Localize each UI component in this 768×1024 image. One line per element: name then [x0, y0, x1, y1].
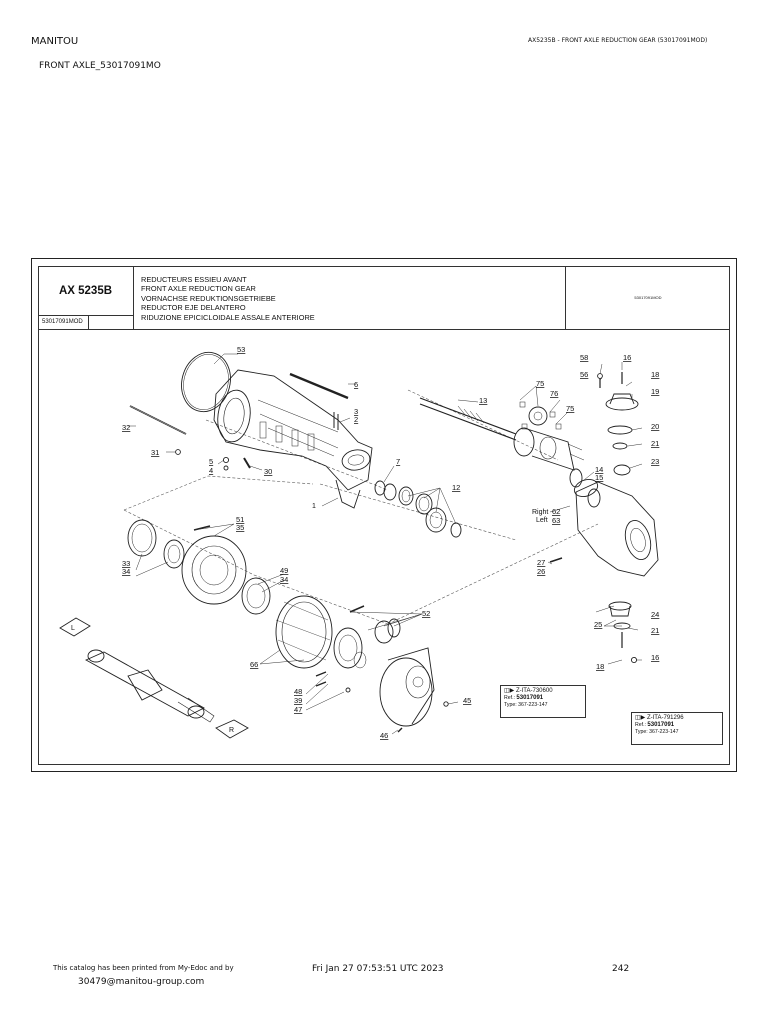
- callout-13: 13: [479, 396, 487, 405]
- callout-45: 45: [463, 696, 471, 705]
- drive-shaft: [419, 397, 585, 471]
- callout-75-right: 75: [566, 404, 574, 413]
- ref-box-1-code-row: ◫▶ Z-ITA-730600: [504, 688, 582, 695]
- callout-58: 58: [580, 353, 588, 362]
- callout-2: 2: [354, 415, 358, 424]
- callout-6: 6: [354, 380, 358, 389]
- ref-box-1-ref-value: 53017091: [516, 695, 544, 701]
- title-fr: REDUCTEURS ESSIEU AVANT: [141, 275, 247, 284]
- callout-18-top: 18: [651, 370, 659, 379]
- ref-box-2-ref-label: Ref.:: [635, 722, 646, 728]
- callout-26: 26: [537, 567, 545, 576]
- callout-24: 24: [651, 610, 659, 619]
- sheet-code: AX 5235B: [38, 266, 134, 316]
- callout-47: 47: [294, 705, 302, 714]
- callout-21-bottom: 21: [651, 626, 659, 635]
- ref-box-2-code-row: ◫▶ Z-ITA-791296: [635, 715, 719, 722]
- title-de: VORNACHSE REDUKTIONSGETRIEBE: [141, 293, 276, 303]
- ref-box-1-type-label: Type:: [504, 702, 517, 708]
- ref-box-1-type-value: 367-223-147: [518, 702, 548, 708]
- footer-date: Fri Jan 27 07:53:51 UTC 2023: [312, 964, 444, 974]
- callout-35: 35: [236, 523, 244, 532]
- label-right: Right: [532, 509, 548, 516]
- model-line: FRONT AXLE_53017091MO: [39, 61, 161, 71]
- callout-12: 12: [452, 483, 460, 492]
- sheet-ref-code: 53017091MOD: [566, 266, 730, 330]
- callout-1: 1: [312, 503, 316, 510]
- callout-53: 53: [237, 345, 245, 354]
- sheet-sub-code: 53017091MOD: [38, 316, 134, 330]
- callout-76: 76: [550, 389, 558, 398]
- title-en: FRONT AXLE REDUCTION GEAR: [141, 284, 256, 294]
- ref-box-2-code: Z-ITA-791296: [646, 715, 684, 721]
- callout-7: 7: [396, 457, 400, 466]
- ref-box-2-type-label: Type:: [635, 729, 648, 735]
- callout-39: 39: [294, 696, 302, 705]
- callout-31: 31: [151, 448, 159, 457]
- callout-18-bottom: 18: [596, 662, 604, 671]
- title-it: RIDUZIONE EPICICLOIDALE ASSALE ANTERIORE: [141, 312, 315, 322]
- callout-21-top: 21: [651, 439, 659, 448]
- callout-14: 14: [595, 465, 603, 474]
- callout-3: 3: [354, 407, 358, 416]
- footer-page-number: 242: [612, 964, 630, 974]
- callout-32: 32: [122, 423, 130, 432]
- callout-34-right: 34: [280, 575, 288, 584]
- callout-66: 66: [250, 660, 258, 669]
- drawing-frame: [31, 258, 737, 772]
- ref-box-2-ref-value: 53017091: [647, 722, 675, 728]
- ref-box-1-icon: ◫▶: [504, 688, 516, 694]
- ref-box-1-code: Z-ITA-730600: [515, 688, 553, 694]
- drawing-sheet: [38, 266, 730, 765]
- callout-33: 33: [122, 559, 130, 568]
- footer-email: 30479@manitou-group.com: [78, 977, 205, 987]
- ref-box-1-ref-row: Ref.: 53017091: [504, 695, 582, 702]
- ref-box-1-ref-label: Ref.:: [504, 695, 515, 701]
- document-title: AX5235B - FRONT AXLE REDUCTION GEAR (530…: [528, 37, 708, 44]
- callout-20: 20: [651, 422, 659, 431]
- callout-56: 56: [580, 370, 588, 379]
- callout-46: 46: [380, 731, 388, 740]
- axle-inset-view: [84, 649, 215, 723]
- ref-box-2-type-value: 367-223-147: [649, 729, 679, 735]
- callout-23: 23: [651, 457, 659, 466]
- callout-62: 62: [552, 507, 560, 516]
- axle-housing: [213, 369, 373, 509]
- callout-52: 52: [422, 609, 430, 618]
- callout-25: 25: [594, 620, 602, 629]
- title-es: REDUCTOR EJE DELANTERO: [141, 303, 246, 313]
- sub-code-divider: [88, 316, 89, 330]
- wheel-hub: [379, 647, 435, 727]
- footer-printed-from: This catalog has been printed from My-Ed…: [53, 964, 234, 972]
- callout-15: 15: [595, 473, 603, 482]
- view-marker-r: R: [229, 727, 234, 734]
- ref-box-2-icon: ◫▶: [635, 715, 647, 721]
- callout-63: 63: [552, 516, 560, 525]
- view-marker-l: L: [71, 625, 75, 632]
- callout-27: 27: [537, 558, 545, 567]
- callout-30: 30: [264, 467, 272, 476]
- ref-box-2-ref-row: Ref.: 53017091: [635, 722, 719, 729]
- label-left: Left: [536, 517, 548, 524]
- callout-49: 49: [280, 566, 288, 575]
- steering-knuckle: [549, 372, 659, 577]
- callout-34-left: 34: [122, 567, 130, 576]
- ref-box-2-type-row: Type: 367-223-147: [635, 729, 719, 736]
- callout-4: 4: [209, 466, 213, 475]
- sheet-titles: REDUCTEURS ESSIEU AVANT FRONT AXLE REDUC…: [134, 266, 566, 330]
- brand-name: MANITOU: [31, 36, 79, 47]
- reference-box-1: ◫▶ Z-ITA-730600 Ref.: 53017091 Type: 367…: [500, 685, 586, 718]
- ref-box-1-type-row: Type: 367-223-147: [504, 702, 582, 709]
- callout-16-top: 16: [623, 353, 631, 362]
- callout-75-top: 75: [536, 379, 544, 388]
- callout-5: 5: [209, 457, 213, 466]
- callout-51: 51: [236, 515, 244, 524]
- exploded-parts-diagram: 53 6 3 2 32 31 5 4 30 1 7 12 13 75 76 75…: [59, 345, 659, 740]
- callout-16-bottom: 16: [651, 653, 659, 662]
- callout-19: 19: [651, 387, 659, 396]
- callout-48: 48: [294, 687, 302, 696]
- reference-box-2: ◫▶ Z-ITA-791296 Ref.: 53017091 Type: 367…: [631, 712, 723, 745]
